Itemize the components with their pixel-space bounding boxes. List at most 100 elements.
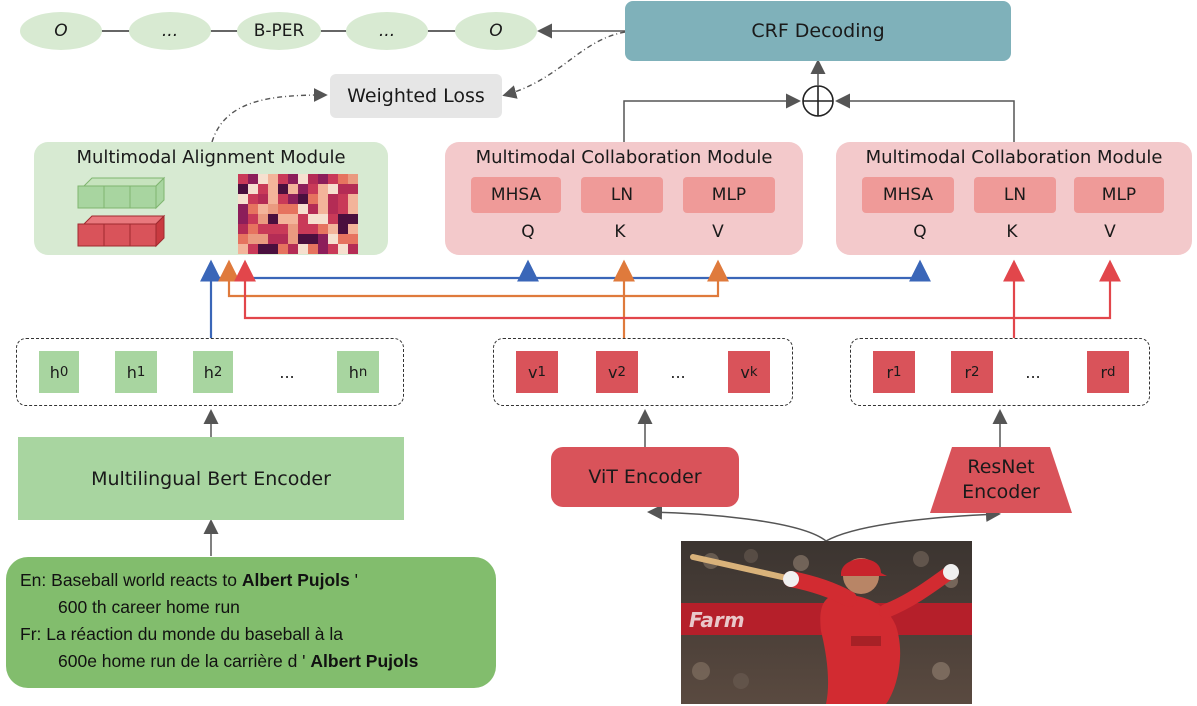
heatmap-cell	[258, 194, 268, 204]
heatmap-cell	[278, 194, 288, 204]
heatmap-cell	[338, 184, 348, 194]
heatmap-cell	[268, 234, 278, 244]
text-feature-cube-icon	[77, 176, 166, 210]
mlp-block: MLP	[1074, 177, 1164, 213]
heatmap-cell	[298, 234, 308, 244]
heatmap-cell	[248, 184, 258, 194]
resnet-encoder-line1: ResNet	[967, 456, 1035, 478]
heatmap-cell	[258, 174, 268, 184]
heatmap-cell	[238, 174, 248, 184]
resnet-feature-path	[234, 259, 1016, 338]
output-label-o-first: O	[20, 12, 102, 50]
alignment-to-loss-arrow	[211, 88, 328, 143]
heatmap-cell	[348, 184, 358, 194]
heatmap-cell	[258, 214, 268, 224]
heatmap-cell	[238, 194, 248, 204]
heatmap-cell	[318, 204, 328, 214]
heatmap-cell	[298, 204, 308, 214]
collab1-to-oplus	[623, 93, 801, 143]
mhsa-block: MHSA	[862, 177, 954, 213]
heatmap-cell	[338, 204, 348, 214]
text-token-ellipsis: ...	[279, 362, 295, 382]
heatmap-cell	[308, 224, 318, 234]
crf-to-loss-arrow	[502, 31, 626, 99]
heatmap-cell	[298, 214, 308, 224]
v-label: V	[712, 222, 724, 242]
bat-icon	[690, 554, 794, 582]
image-feature-cube-icon	[77, 214, 166, 248]
input-image-baseball-player: Farm	[681, 541, 972, 704]
multimodal-alignment-module: Multimodal Alignment Module	[34, 142, 388, 255]
resnet-encoder: ResNet Encoder	[930, 447, 1072, 513]
heatmap-cell	[258, 234, 268, 244]
mlp-block: MLP	[683, 177, 775, 213]
multimodal-collaboration-module-1: Multimodal Collaboration Module MHSA LN …	[445, 142, 803, 255]
sentence-en-line1: En: Baseball world reacts to Albert Pujo…	[20, 570, 358, 590]
heatmap-cell	[298, 244, 308, 254]
heatmap-cell	[318, 174, 328, 184]
heatmap-cell	[318, 184, 328, 194]
vit-feature-path	[218, 259, 626, 338]
heatmap-cell	[268, 244, 278, 254]
q-label: Q	[521, 222, 535, 242]
ln-block: LN	[974, 177, 1056, 213]
heatmap-cell	[238, 244, 248, 254]
heatmap-cell	[328, 194, 338, 204]
heatmap-cell	[248, 214, 258, 224]
heatmap-cell	[258, 204, 268, 214]
q-label: Q	[913, 222, 927, 242]
heatmap-cell	[338, 194, 348, 204]
output-label-ellipsis-2: ...	[346, 12, 428, 50]
heatmap-cell	[258, 184, 268, 194]
heatmap-cell	[248, 194, 258, 204]
text-feature-path	[209, 266, 922, 338]
heatmap-cell	[348, 224, 358, 234]
resnet-encoder-shape	[930, 447, 1072, 513]
heatmap-cell	[248, 204, 258, 214]
heatmap-cell	[268, 184, 278, 194]
heatmap-cell	[288, 224, 298, 234]
heatmap-cell	[308, 184, 318, 194]
heatmap-cell	[268, 194, 278, 204]
heatmap-cell	[328, 234, 338, 244]
heatmap-cell	[348, 244, 358, 254]
heatmap-cell	[338, 174, 348, 184]
heatmap-cell	[288, 234, 298, 244]
crf-decoding-block: CRF Decoding	[625, 1, 1011, 61]
sentence-en-line2: 600 th career home run	[58, 597, 240, 617]
heatmap-cell	[288, 244, 298, 254]
heatmap-cell	[258, 224, 268, 234]
heatmap-cell	[268, 174, 278, 184]
heatmap-cell	[278, 244, 288, 254]
vit-encoder: ViT Encoder	[551, 447, 739, 507]
alignment-graphic	[77, 174, 358, 254]
output-label-o-last: O	[455, 12, 537, 50]
mhsa-block: MHSA	[471, 177, 561, 213]
heatmap-cell	[238, 204, 248, 214]
heatmap-cell	[238, 184, 248, 194]
multilingual-bert-encoder: Multilingual Bert Encoder	[18, 437, 404, 520]
heatmap-cell	[318, 224, 328, 234]
heatmap-cell	[338, 234, 348, 244]
heatmap-cell	[328, 214, 338, 224]
heatmap-cell	[268, 214, 278, 224]
heatmap-cell	[348, 234, 358, 244]
multimodal-collaboration-module-2: Multimodal Collaboration Module MHSA LN …	[836, 142, 1192, 255]
heatmap-cell	[288, 184, 298, 194]
alignment-heatmap	[238, 174, 358, 254]
heatmap-cell	[338, 224, 348, 234]
heatmap-cell	[248, 244, 258, 254]
heatmap-cell	[348, 214, 358, 224]
heatmap-cell	[308, 244, 318, 254]
alignment-module-title: Multimodal Alignment Module	[76, 147, 346, 168]
heatmap-cell	[288, 214, 298, 224]
